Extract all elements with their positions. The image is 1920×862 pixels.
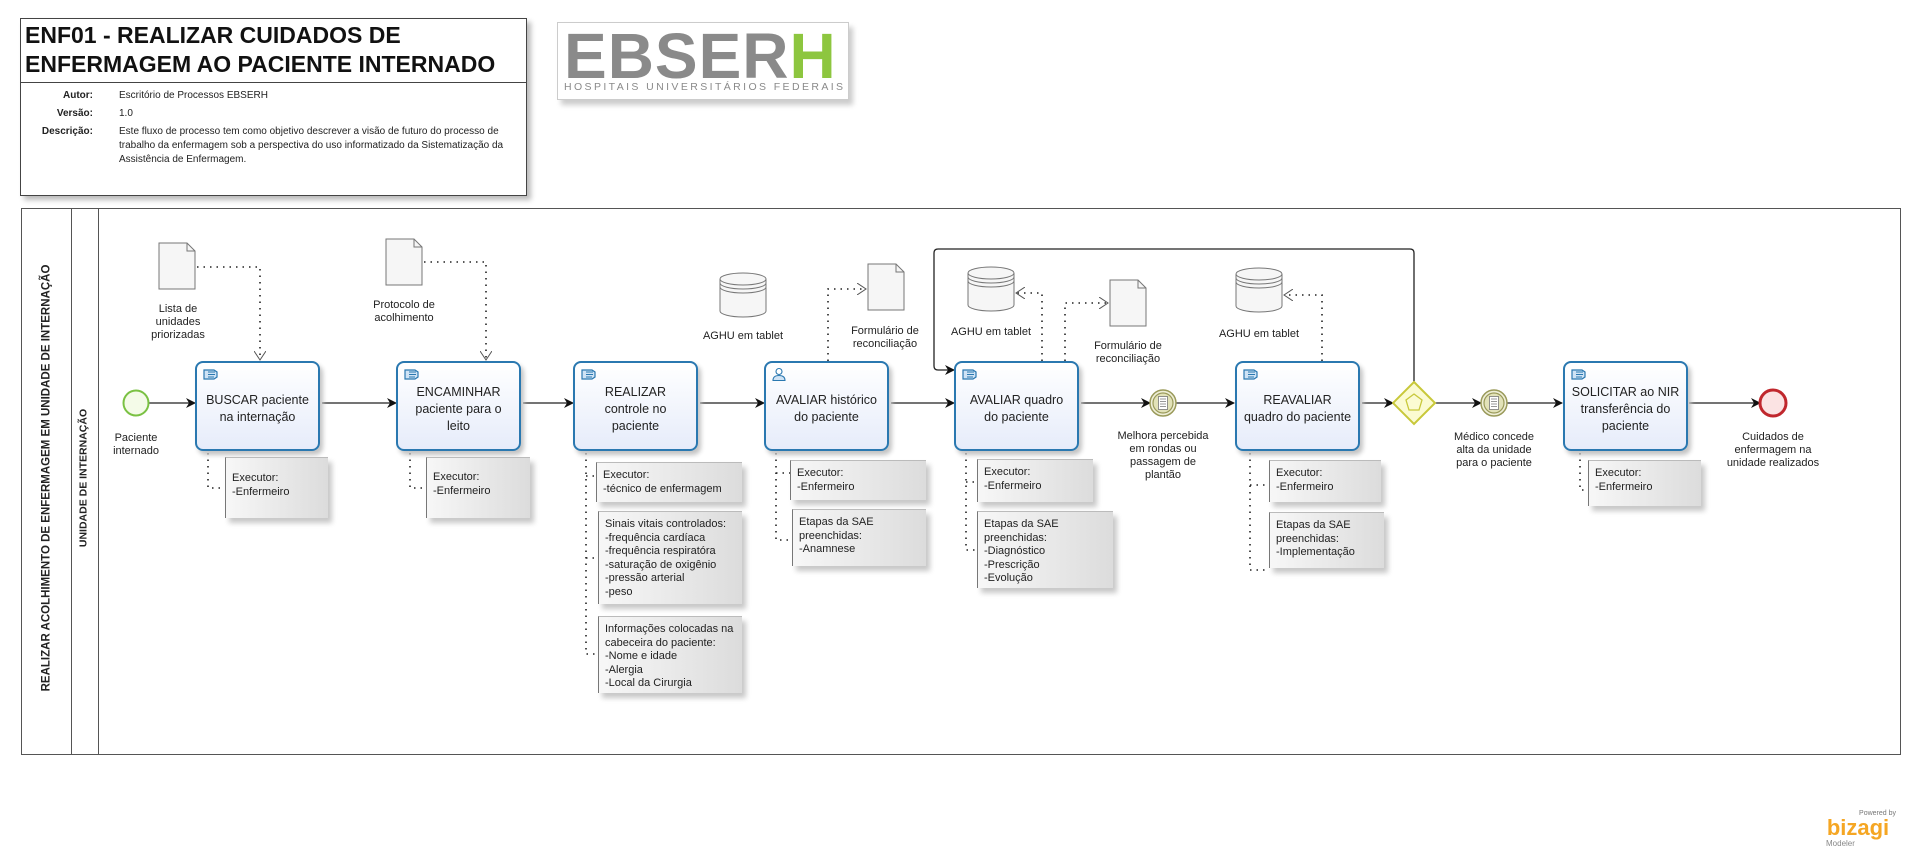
annotation-bedside-info[interactable]: Informações colocadas na cabeceira do pa… [598, 616, 742, 693]
task-buscar-paciente[interactable]: BUSCAR paciente na internação [195, 361, 320, 451]
pool: REALIZAR ACOLHIMENTO DE ENFERMAGEM EM UN… [21, 208, 1901, 755]
annotation-sae-steps[interactable]: Etapas da SAE preenchidas: -Diagnóstico … [977, 511, 1113, 588]
task-label: AVALIAR histórico do paciente [776, 393, 877, 424]
annotation-executor[interactable]: Executor: -técnico de enfermagem [596, 462, 742, 502]
document-label: Lista de unidades priorizadas [151, 303, 205, 341]
end-event[interactable] [1758, 388, 1790, 420]
intermediate-event-1-label: Melhora percebida em rondas ou passagem … [1117, 430, 1209, 481]
task-label: REAVALIAR quadro do paciente [1243, 393, 1352, 424]
version-value: 1.0 [119, 108, 133, 119]
process-title: ENF01 - REALIZAR CUIDADOS DE ENFERMAGEM … [25, 22, 496, 77]
task-encaminhar-paciente[interactable]: ENCAMINHAR paciente para o leito [396, 361, 521, 451]
document-icon[interactable] [1109, 279, 1147, 327]
start-event[interactable] [122, 389, 152, 419]
end-event-label: Cuidados de enfermagem na unidade realiz… [1726, 431, 1820, 469]
annotation-executor[interactable]: Executor: -Enfermeiro [1588, 460, 1701, 506]
manual-task-icon [962, 369, 977, 380]
data-association [827, 289, 866, 361]
pool-header: REALIZAR ACOLHIMENTO DE ENFERMAGEM EM UN… [22, 209, 72, 754]
ebserh-logo: EBSERH HOSPITAIS UNIVERSITÁRIOS FEDERAIS [557, 20, 849, 100]
start-event-label: Paciente internado [113, 432, 159, 457]
annotation-sae-steps[interactable]: Etapas da SAE preenchidas: -Anamnese [792, 509, 926, 566]
task-label: AVALIAR quadro do paciente [969, 393, 1064, 424]
manual-task-icon [1243, 369, 1258, 380]
author-value: Escritório de Processos EBSERH [119, 90, 268, 101]
annotation-executor[interactable]: Executor: -Enfermeiro [790, 460, 926, 500]
data-association [197, 266, 260, 360]
description-value: Este fluxo de processo tem como objetivo… [119, 126, 504, 165]
database-icon[interactable] [718, 271, 768, 319]
document-icon[interactable] [158, 242, 196, 290]
annotation-association [1579, 453, 1588, 491]
document-label: Formulário de reconciliação [851, 325, 919, 350]
process-header: ENF01 - REALIZAR CUIDADOS DE ENFERMAGEM … [20, 18, 527, 196]
annotation-executor[interactable]: Executor: -Enfermeiro [1269, 460, 1381, 502]
manual-task-icon [203, 369, 218, 380]
task-avaliar-quadro[interactable]: AVALIAR quadro do paciente [954, 361, 1079, 451]
database-icon[interactable] [966, 265, 1016, 313]
document-label: Formulário de reconciliação [1094, 340, 1162, 365]
intermediate-event-2-label: Médico concede alta da unidade para o pa… [1453, 431, 1535, 469]
database-label: AGHU em tablet [1218, 328, 1300, 340]
header-divider [21, 82, 526, 83]
annotation-executor[interactable]: Executor: -Enfermeiro [225, 457, 328, 518]
modeler-text: Modeler [1826, 839, 1855, 848]
task-label: ENCAMINHAR paciente para o leito [415, 384, 502, 433]
bizagi-wordmark: bizagi [1826, 815, 1890, 840]
intermediate-event-conditional[interactable] [1480, 389, 1510, 419]
manual-task-icon [404, 369, 419, 380]
document-label: Protocolo de acolhimento [373, 299, 435, 324]
data-association [1284, 295, 1323, 361]
annotation-association [775, 453, 792, 541]
exclusive-gateway[interactable] [1392, 381, 1438, 427]
task-avaliar-historico[interactable]: AVALIAR histórico do paciente [764, 361, 889, 451]
document-icon[interactable] [385, 238, 423, 286]
manual-task-icon [581, 369, 596, 380]
logo-subtitle: HOSPITAIS UNIVERSITÁRIOS FEDERAIS [564, 81, 846, 93]
database-label: AGHU em tablet [702, 330, 784, 342]
task-label: REALIZAR controle no paciente [604, 384, 667, 433]
loop-sequence-flow [933, 248, 1415, 382]
document-icon[interactable] [867, 263, 905, 311]
annotation-association [1249, 453, 1269, 571]
annotation-vital-signs[interactable]: Sinais vitais controlados: -frequência c… [598, 511, 742, 604]
annotation-sae-steps[interactable]: Etapas da SAE preenchidas: -Implementaçã… [1269, 512, 1384, 568]
task-label: BUSCAR paciente na internação [206, 393, 309, 424]
task-solicitar-transferencia[interactable]: SOLICITAR ao NIR transferência do pacien… [1563, 361, 1688, 451]
annotation-executor[interactable]: Executor: -Enfermeiro [977, 459, 1093, 502]
logo-accent-text: H [789, 20, 837, 92]
powered-by-text: Powered by [1859, 810, 1896, 817]
lane-header: UNIDADE DE INTERNAÇÃO [71, 209, 99, 754]
task-label: SOLICITAR ao NIR transferência do pacien… [1571, 384, 1680, 433]
user-task-icon [772, 367, 786, 381]
database-icon[interactable] [1234, 266, 1284, 314]
description-label: Descrição: [41, 126, 93, 137]
bizagi-logo: Powered by bizagi Modeler [1816, 810, 1900, 858]
annotation-association [585, 453, 598, 655]
manual-task-icon [1571, 369, 1586, 380]
task-realizar-controle[interactable]: REALIZAR controle no paciente [573, 361, 698, 451]
data-association [1016, 293, 1043, 361]
intermediate-event-conditional[interactable] [1149, 389, 1179, 419]
database-label: AGHU em tablet [950, 326, 1032, 338]
task-reavaliar-quadro[interactable]: REAVALIAR quadro do paciente [1235, 361, 1360, 451]
author-label: Autor: [63, 90, 93, 101]
data-association [424, 261, 486, 360]
annotation-association [965, 453, 977, 551]
annotation-association [409, 453, 426, 489]
version-label: Versão: [56, 108, 93, 119]
annotation-association [207, 453, 225, 489]
annotation-executor[interactable]: Executor: -Enfermeiro [426, 457, 530, 518]
logo-main-text: EBSER [564, 20, 790, 92]
